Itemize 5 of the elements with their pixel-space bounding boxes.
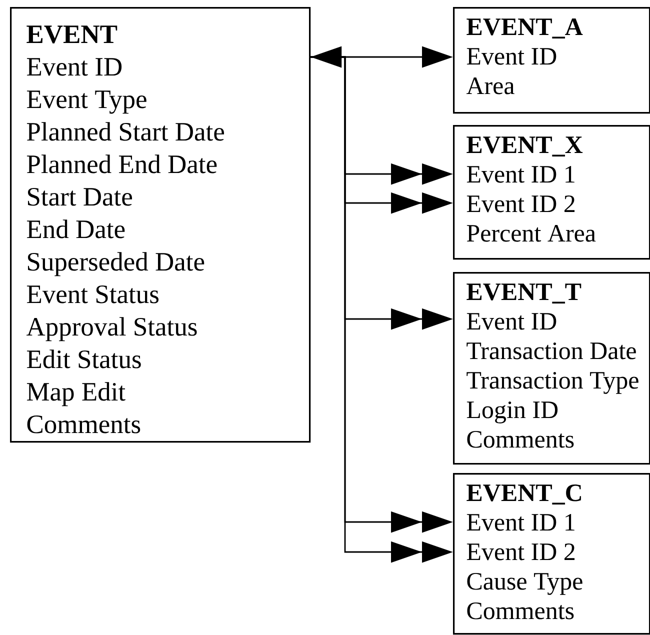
entity-box: EVENT_A Event ID Area [453, 7, 650, 114]
entity-box: EVENT Event ID Event Type Planned Start Date Planned End Date Start Date End Date Superseded Date Event Status Approval Status Edit Status Map Edit Comments [10, 7, 311, 443]
entity-box: EVENT_C Event ID 1 Event ID 2 Cause Type Comments [453, 473, 650, 635]
entity-box: EVENT_T Event ID Transaction Date Transaction Type Login ID Comments [453, 272, 650, 465]
entity-box: EVENT_X Event ID 1 Event ID 2 Percent Area [453, 125, 650, 260]
